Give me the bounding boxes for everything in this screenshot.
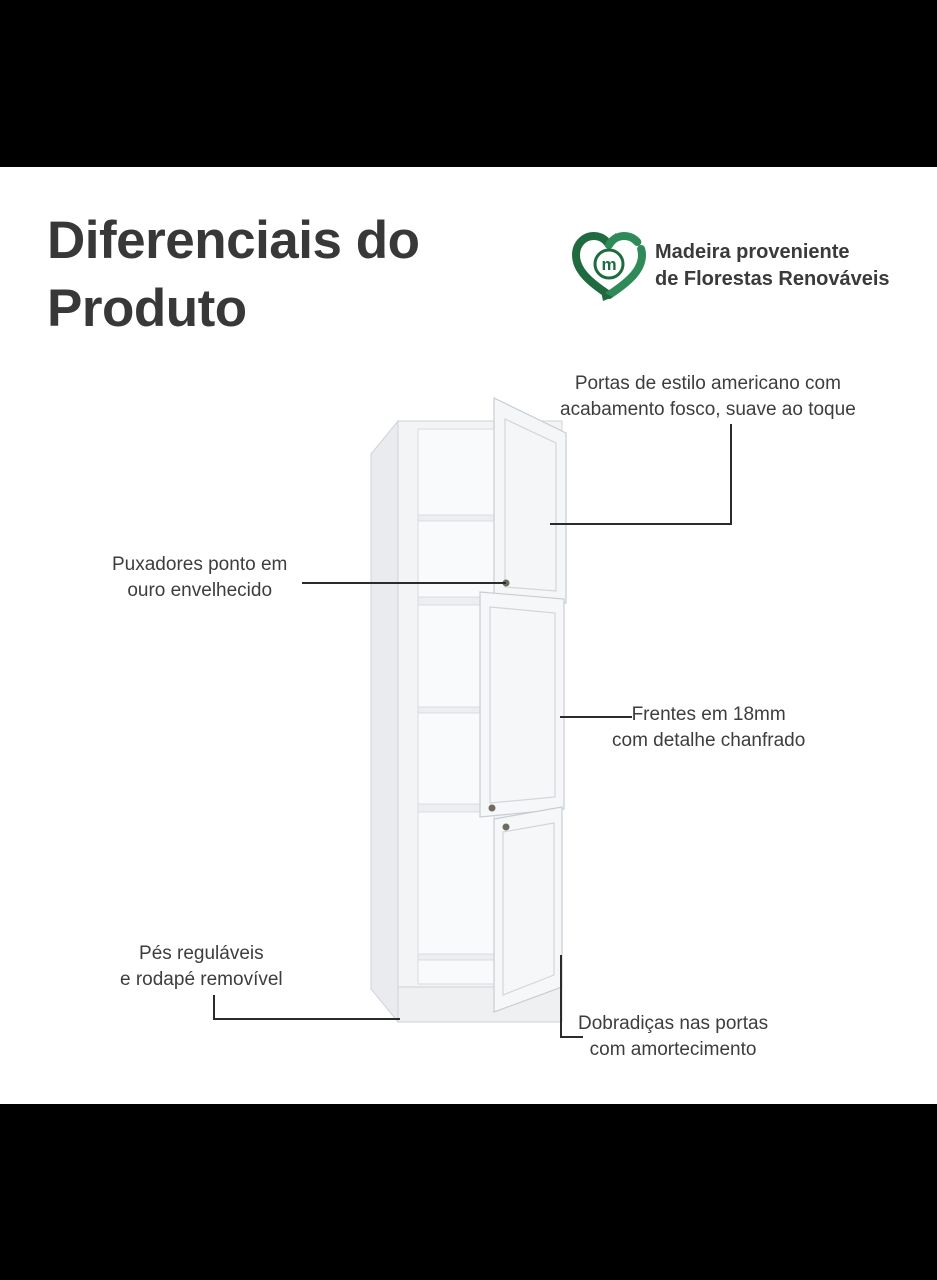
leader-line-hinges (560, 955, 583, 1038)
shelf-1 (417, 514, 495, 522)
callout-fronts-line-1: Frentes em 18mm (631, 704, 786, 725)
badge-icon-letter: m (601, 255, 616, 274)
callout-feet-line-1: Pés reguláveis (139, 943, 264, 964)
shelf-5 (417, 953, 495, 961)
callout-doors: Portas de estilo americano com acabament… (560, 371, 856, 423)
leader-line-doors (550, 424, 732, 525)
callout-hinges-line-2: com amortecimento (589, 1039, 757, 1060)
badge-line-1: Madeira proveniente (655, 241, 850, 263)
callout-fronts: Frentes em 18mm com detalhe chanfrado (612, 702, 805, 754)
title-line-1: Diferenciais do (47, 211, 420, 270)
callout-hinges-line-1: Dobradiças nas portas (578, 1013, 769, 1034)
leader-line-feet (213, 995, 400, 1020)
title-line-2: Produto (47, 279, 247, 338)
shelf-4 (417, 803, 483, 813)
callout-handles-line-2: ouro envelhecido (127, 580, 273, 601)
sustainability-badge: m Madeira proveniente de Florestas Renov… (571, 231, 921, 301)
middle-door (479, 591, 565, 818)
page-title: Diferenciais do Produto (47, 207, 420, 343)
callout-handles-line-1: Puxadores ponto em (112, 554, 288, 575)
top-door (493, 397, 567, 604)
bottom-door (493, 806, 563, 1013)
callout-fronts-line-2: com detalhe chanfrado (612, 730, 806, 751)
callout-doors-line-1: Portas de estilo americano com (574, 373, 841, 394)
callout-doors-line-2: acabamento fosco, suave ao toque (560, 399, 856, 420)
bottom-black-bar (0, 1104, 937, 1280)
recycle-heart-m-icon: m (571, 231, 647, 301)
cabinet-illustration (213, 397, 732, 1038)
callout-handles: Puxadores ponto em ouro envelhecido (112, 552, 287, 604)
callout-feet-line-2: e rodapé removível (120, 969, 283, 990)
top-black-bar (0, 0, 937, 167)
badge-line-2: de Florestas Renováveis (655, 268, 890, 290)
cabinet-side-panel (370, 419, 399, 1024)
callout-feet: Pés reguláveis e rodapé removível (120, 941, 283, 993)
shelf-3 (417, 706, 483, 714)
callout-hinges: Dobradiças nas portas com amortecimento (578, 1011, 768, 1063)
badge-text: Madeira proveniente de Florestas Renováv… (655, 239, 890, 293)
handle-bottom (502, 823, 510, 831)
handle-middle (488, 804, 496, 812)
product-features-panel: Diferenciais do Produto m Madeira proven… (0, 167, 937, 1104)
